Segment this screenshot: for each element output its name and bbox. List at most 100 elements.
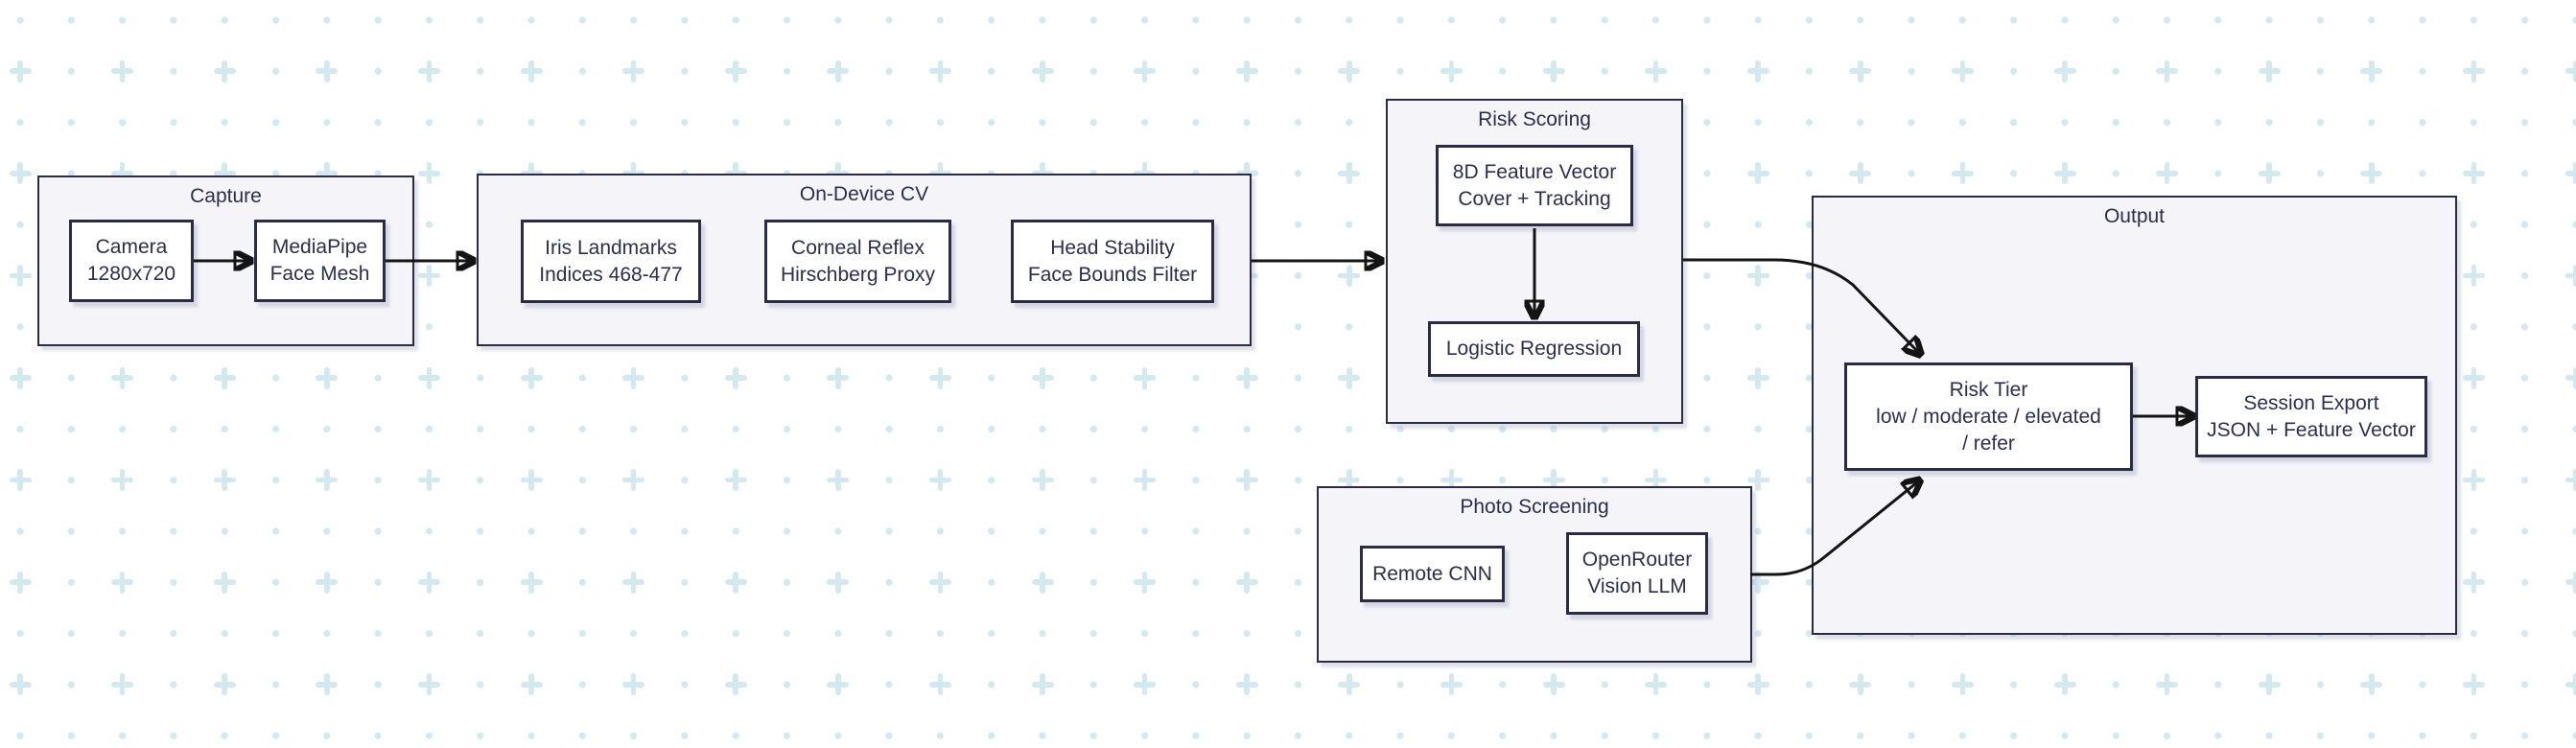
node-line: low / moderate / elevated — [1876, 405, 2101, 428]
plus-mark — [1134, 571, 1157, 594]
plus-mark — [1031, 366, 1054, 389]
plus-mark — [417, 571, 440, 594]
plus-mark — [111, 366, 134, 389]
plus-mark — [2156, 673, 2179, 696]
plus-mark — [2462, 366, 2485, 389]
node-line: Indices 468-477 — [539, 263, 683, 286]
plus-mark — [111, 469, 134, 492]
plus-mark — [213, 571, 236, 594]
plus-mark — [1031, 469, 1054, 492]
plus-mark — [2564, 265, 2576, 287]
plus-mark — [724, 673, 747, 696]
plus-mark — [622, 673, 645, 696]
plus-mark — [928, 469, 951, 492]
plus-mark — [2053, 162, 2076, 185]
plus-mark — [417, 673, 440, 696]
plus-mark — [1440, 673, 1463, 696]
plus-mark — [1134, 366, 1157, 389]
plus-mark — [316, 571, 339, 594]
plus-mark — [111, 571, 134, 594]
plus-mark — [1440, 59, 1463, 82]
plus-mark — [827, 673, 850, 696]
plus-mark — [316, 673, 339, 696]
plus-mark — [2360, 59, 2383, 82]
plus-mark — [622, 366, 645, 389]
plus-mark — [2462, 571, 2485, 594]
group-title-capture: Capture — [190, 185, 262, 207]
plus-mark — [827, 366, 850, 389]
node-session-export: Session Export JSON + Feature Vector — [2195, 376, 2427, 457]
plus-mark — [316, 469, 339, 492]
plus-mark — [622, 571, 645, 594]
plus-mark — [1031, 59, 1054, 82]
plus-mark — [213, 59, 236, 82]
node-line: JSON + Feature Vector — [2207, 418, 2416, 441]
node-line: Face Bounds Filter — [1027, 263, 1198, 286]
plus-mark — [1031, 571, 1054, 594]
plus-mark — [827, 59, 850, 82]
plus-mark — [316, 366, 339, 389]
plus-mark — [1746, 366, 1769, 389]
plus-mark — [1746, 59, 1769, 82]
plus-mark — [9, 366, 32, 389]
node-8d-feature-vector: 8D Feature Vector Cover + Tracking — [1436, 145, 1633, 226]
plus-mark — [1338, 265, 1361, 287]
node-mediapipe-face-mesh: MediaPipe Face Mesh — [254, 220, 386, 302]
plus-mark — [213, 673, 236, 696]
plus-mark — [417, 469, 440, 492]
node-line: / refer — [1962, 432, 2015, 455]
group-title-on-device-cv: On-Device CV — [799, 183, 929, 205]
node-line: 8D Feature Vector — [1452, 160, 1617, 183]
plus-mark — [520, 59, 543, 82]
plus-mark — [1134, 469, 1157, 492]
plus-mark — [2258, 162, 2281, 185]
plus-mark — [2053, 59, 2076, 82]
plus-mark — [1746, 673, 1769, 696]
plus-mark — [316, 59, 339, 82]
plus-mark — [2462, 162, 2485, 185]
plus-mark — [520, 366, 543, 389]
plus-mark — [1542, 59, 1565, 82]
plus-mark — [2258, 673, 2281, 696]
plus-mark — [1849, 162, 1872, 185]
plus-mark — [827, 571, 850, 594]
plus-mark — [724, 59, 747, 82]
plus-mark — [827, 469, 850, 492]
plus-mark — [2053, 673, 2076, 696]
plus-mark — [928, 366, 951, 389]
node-line: Camera — [95, 236, 168, 258]
plus-mark — [2564, 162, 2576, 185]
node-logistic-regression: Logistic Regression — [1428, 321, 1640, 377]
plus-mark — [1951, 162, 1974, 185]
plus-mark — [2462, 265, 2485, 287]
node-line: Logistic Regression — [1445, 338, 1623, 360]
plus-mark — [724, 571, 747, 594]
plus-mark — [724, 469, 747, 492]
plus-mark — [2156, 162, 2179, 185]
plus-mark — [622, 59, 645, 82]
node-line: Hirschberg Proxy — [780, 263, 936, 286]
node-openrouter-vision-llm: OpenRouter Vision LLM — [1566, 532, 1708, 615]
plus-mark — [2258, 59, 2281, 82]
node-line: 1280x720 — [86, 263, 176, 285]
node-line: Corneal Reflex — [791, 236, 925, 259]
plus-mark — [1746, 162, 1769, 185]
plus-mark — [1645, 673, 1668, 696]
plus-mark — [2360, 162, 2383, 185]
plus-mark — [111, 673, 134, 696]
plus-mark — [2462, 469, 2485, 492]
plus-mark — [111, 59, 134, 82]
plus-mark — [1542, 673, 1565, 696]
plus-mark — [928, 59, 951, 82]
plus-mark — [1338, 366, 1361, 389]
plus-mark — [2564, 366, 2576, 389]
plus-mark — [1849, 59, 1872, 82]
node-iris-landmarks: Iris Landmarks Indices 468-477 — [521, 220, 701, 303]
plus-mark — [622, 469, 645, 492]
plus-mark — [1235, 366, 1258, 389]
plus-mark — [2156, 59, 2179, 82]
node-line: Cover + Tracking — [1458, 187, 1611, 210]
plus-mark — [2564, 673, 2576, 696]
plus-mark — [1849, 673, 1872, 696]
